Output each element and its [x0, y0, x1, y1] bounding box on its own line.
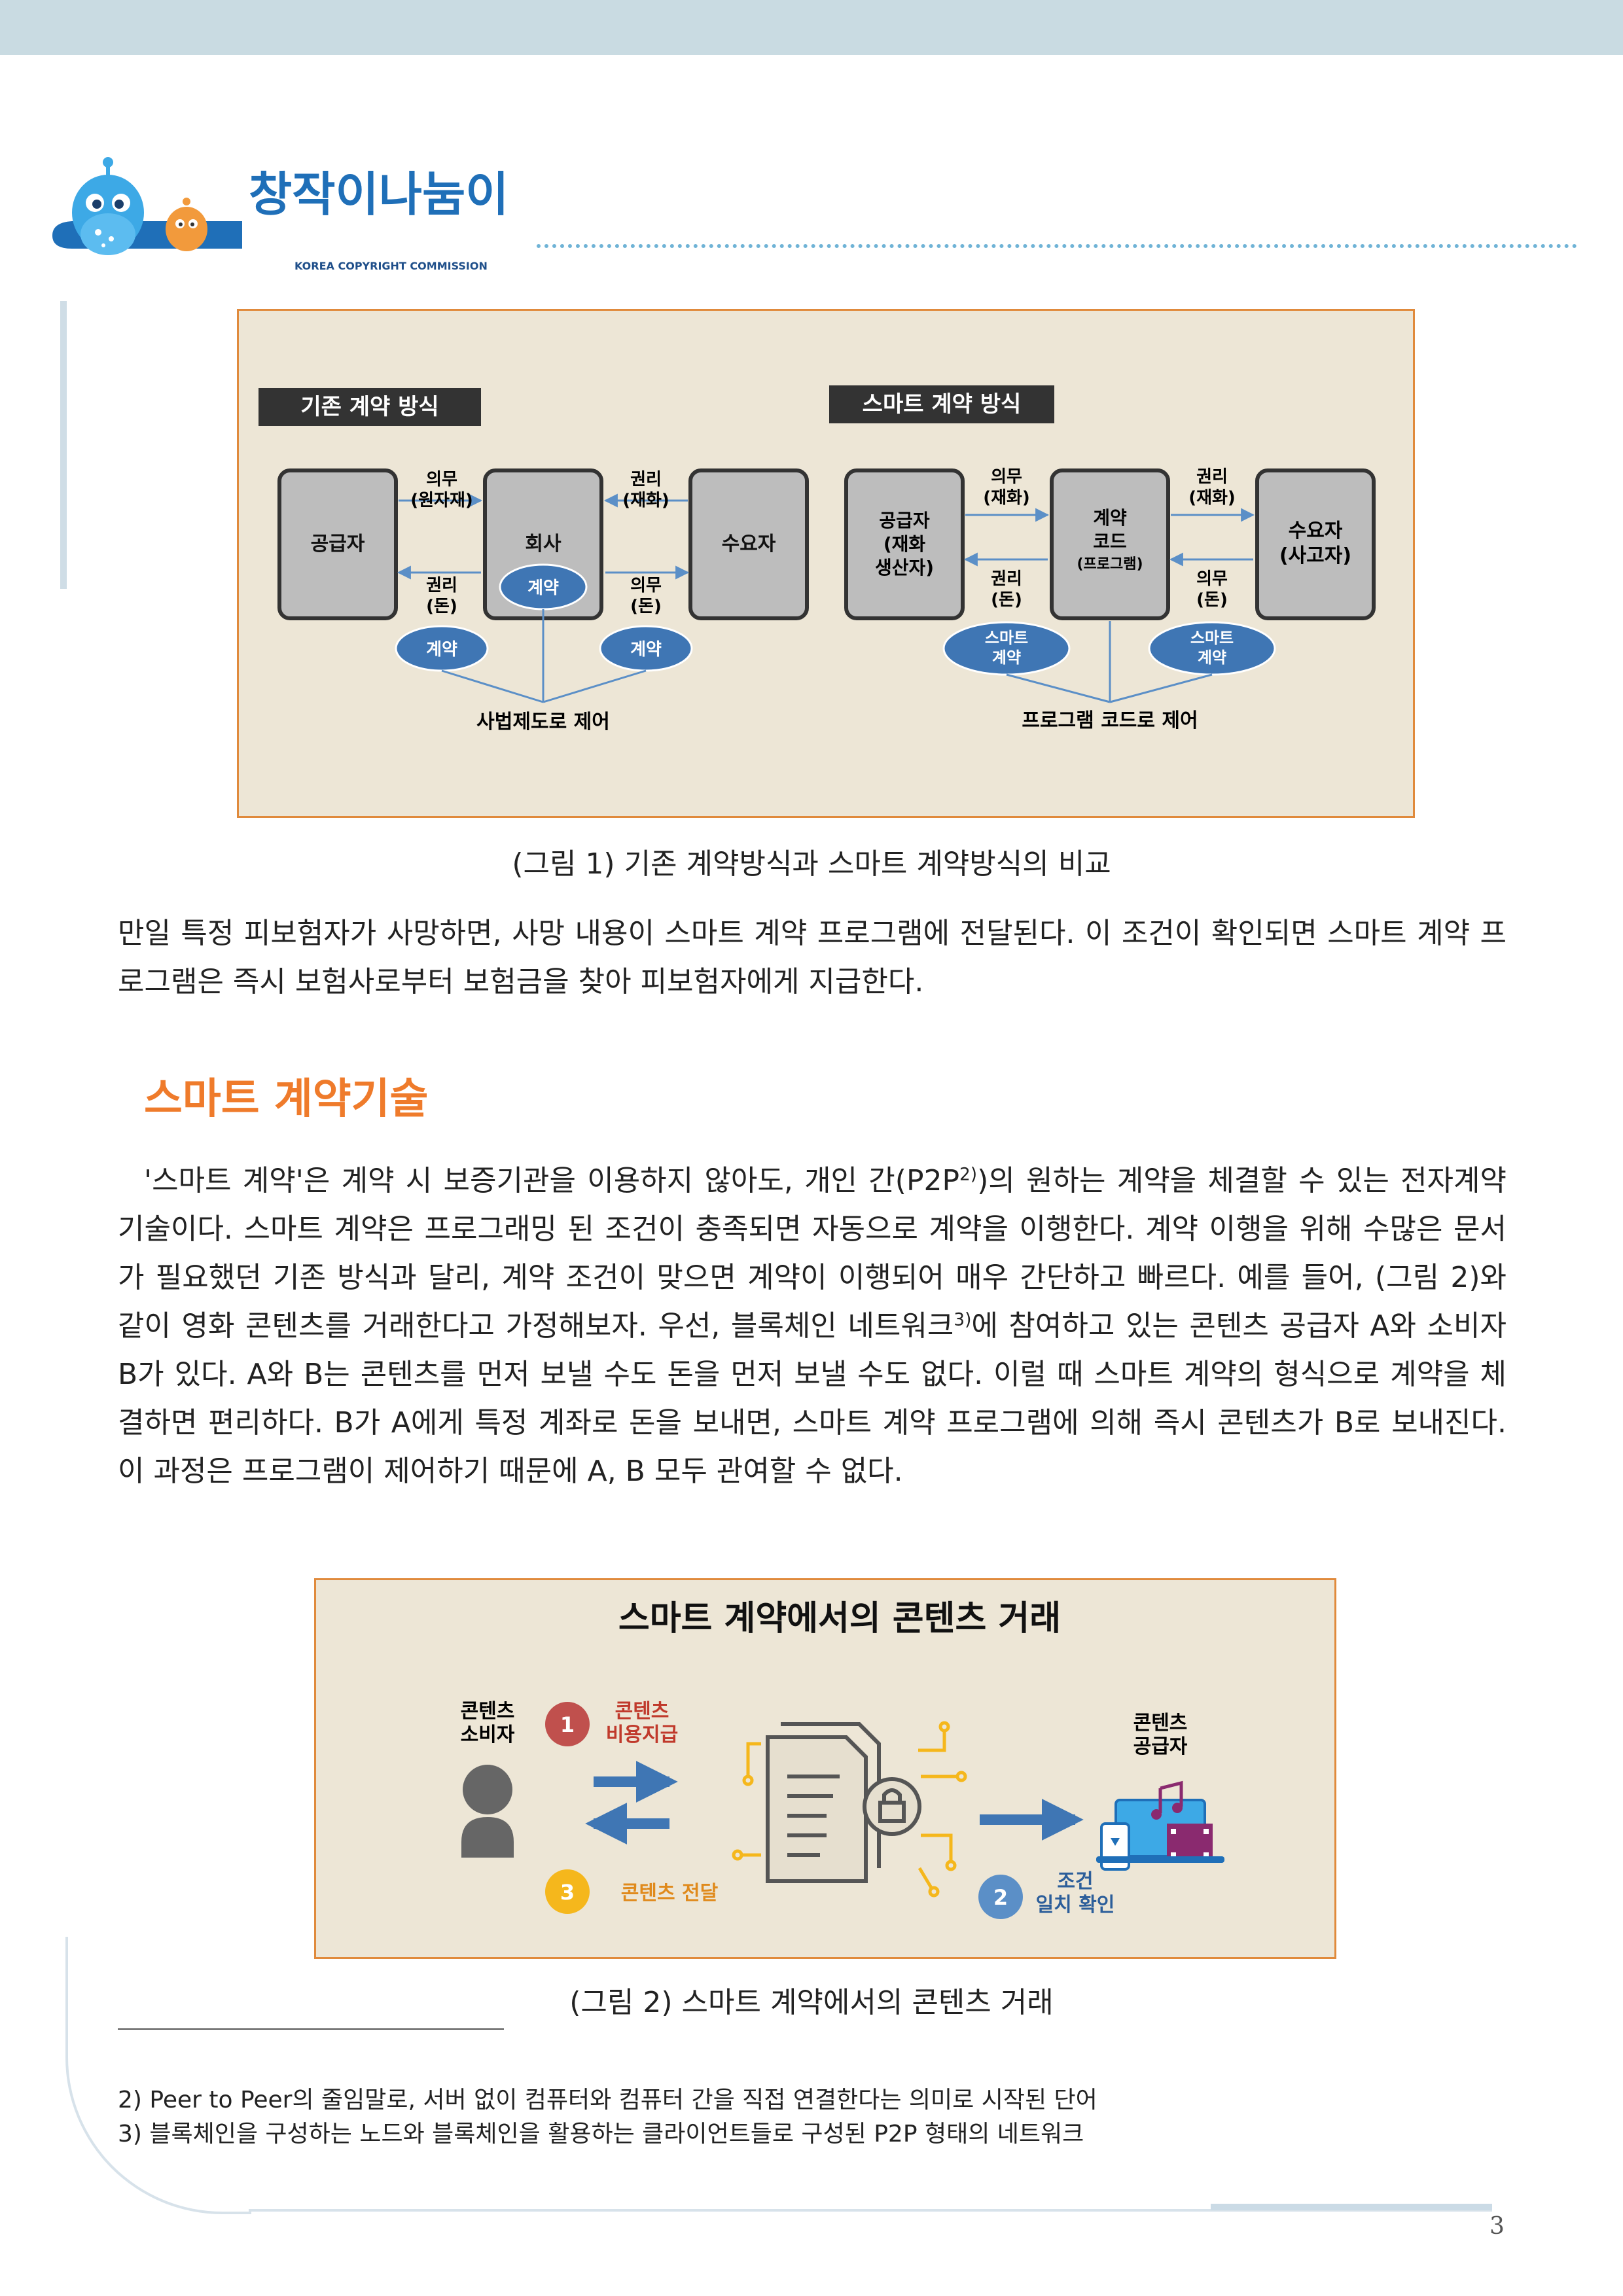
- left-title-box: [259, 388, 481, 426]
- robot-mascot-icon: [72, 157, 144, 255]
- svg-text:계약: 계약: [426, 640, 457, 660]
- svg-text:(원자재): (원자재): [410, 491, 473, 510]
- svg-text:수요자: 수요자: [722, 533, 776, 556]
- svg-text:콘텐츠: 콘텐츠: [615, 1700, 669, 1723]
- svg-text:생산자): 생산자): [875, 557, 934, 578]
- svg-text:코드: 코드: [1093, 531, 1127, 552]
- footnote-ref-2: 2): [959, 1164, 978, 1185]
- section-heading: 스마트 계약기술: [144, 1075, 429, 1123]
- svg-text:(돈): (돈): [426, 597, 457, 616]
- frame-bottom-accent: [1211, 2204, 1492, 2210]
- left-control-label: 사법제도로 제어: [476, 711, 610, 733]
- right-code-box: [1050, 468, 1170, 620]
- svg-text:3: 3: [560, 1880, 575, 1905]
- svg-text:콘텐츠: 콘텐츠: [461, 1700, 515, 1723]
- small-mascot-icon: [166, 198, 207, 251]
- right-title: 스마트 계약 방식: [863, 391, 1022, 417]
- figure-1: 기존 계약 방식 스마트 계약 방식 공급자 회사 수요자 의무 (원자재) 권…: [237, 309, 1415, 818]
- svg-text:(프로그램): (프로그램): [1077, 556, 1143, 573]
- frame-left-bar: [60, 301, 67, 589]
- svg-text:공급자: 공급자: [879, 510, 930, 531]
- paragraph-1: 만일 특정 피보험자가 사망하면, 사망 내용이 스마트 계약 프로그램에 전달…: [118, 917, 1507, 998]
- smart-contract-document-icon: [766, 1722, 921, 1883]
- svg-text:(재화): (재화): [622, 491, 669, 510]
- header-dotted-line: [537, 244, 1577, 248]
- svg-text:(돈): (돈): [1196, 590, 1228, 610]
- svg-text:콘텐츠: 콘텐츠: [1133, 1712, 1188, 1735]
- svg-text:콘텐츠 전달: 콘텐츠 전달: [621, 1882, 719, 1905]
- svg-text:비용지급: 비용지급: [606, 1723, 678, 1746]
- consumer-person-icon: [461, 1765, 514, 1858]
- svg-text:계약: 계약: [1198, 648, 1226, 667]
- figure-2-title: 스마트 계약에서의 콘텐츠 거래: [618, 1599, 1061, 1638]
- circuit-lines-icon: [732, 1721, 967, 1898]
- svg-text:계약: 계약: [992, 648, 1021, 667]
- figure-2: 스마트 계약에서의 콘텐츠 거래 콘텐츠 소비자 1 콘텐츠 비용지급 3 콘텐…: [314, 1578, 1336, 1959]
- svg-text:조건: 조건: [1057, 1870, 1093, 1893]
- figure-1-diagram: 기존 계약 방식 스마트 계약 방식 공급자 회사 수요자 의무 (원자재) 권…: [259, 385, 1376, 733]
- svg-text:의무: 의무: [1196, 569, 1228, 589]
- svg-text:Changjagi & Nanumi: Changjagi & Nanumi: [281, 225, 492, 247]
- svg-text:권리: 권리: [426, 576, 457, 595]
- svg-text:수요자: 수요자: [1289, 520, 1343, 542]
- step-2-badge: [978, 1875, 1023, 1919]
- svg-text:회사: 회사: [525, 533, 562, 556]
- footnote-2: 2) Peer to Peer의 줄임말로, 서버 없이 컴퓨터와 컴퓨터 간을…: [118, 2087, 1097, 2113]
- figure-2-diagram: 스마트 계약에서의 콘텐츠 거래 콘텐츠 소비자 1 콘텐츠 비용지급 3 콘텐…: [461, 1599, 1224, 1919]
- svg-text:소비자: 소비자: [461, 1723, 515, 1746]
- figure-1-caption: (그림 1) 기존 계약방식과 스마트 계약방식의 비교: [512, 847, 1111, 881]
- left-supplier-box: [277, 468, 398, 620]
- svg-text:2: 2: [993, 1885, 1008, 1910]
- svg-text:(재화: (재화: [883, 533, 926, 555]
- svg-text:(돈): (돈): [991, 590, 1022, 610]
- media-devices-icon: [1096, 1780, 1224, 1871]
- svg-text:의무: 의무: [426, 470, 457, 489]
- top-banner: [0, 0, 1623, 55]
- svg-text:권리: 권리: [1196, 467, 1228, 487]
- svg-text:권리: 권리: [630, 470, 662, 489]
- logo: 창작이나눔이 Changjagi & Nanumi KOREA COPYRIGH…: [52, 157, 508, 272]
- footnote-rule: [118, 2028, 504, 2030]
- page-number: 3: [1489, 2213, 1505, 2240]
- step-1-badge: [545, 1702, 590, 1746]
- svg-text:의무: 의무: [630, 576, 662, 595]
- svg-text:일치 확인: 일치 확인: [1036, 1894, 1115, 1916]
- paragraph-2: '스마트 계약'은 계약 시 보증기관을 이용하지 않아도, 개인 간(P2P2…: [118, 1164, 1507, 1488]
- footnote-3: 3) 블록체인을 구성하는 노드와 블록체인을 활용하는 클라이언트들로 구성된…: [118, 2121, 1084, 2147]
- frame-bottom-line: [249, 2209, 1492, 2212]
- svg-text:계약: 계약: [1093, 507, 1127, 529]
- svg-text:(재화): (재화): [1188, 488, 1236, 508]
- left-title: 기존 계약 방식: [300, 394, 438, 420]
- svg-text:권리: 권리: [991, 569, 1022, 589]
- footnote-ref-3: 3): [954, 1309, 972, 1330]
- svg-text:KOREA COPYRIGHT COMMISSION: KOREA COPYRIGHT COMMISSION: [294, 260, 488, 272]
- svg-text:스마트: 스마트: [985, 629, 1028, 647]
- svg-text:(사고자): (사고자): [1279, 544, 1351, 567]
- svg-text:계약: 계약: [630, 640, 662, 660]
- svg-text:스마트: 스마트: [1190, 629, 1234, 647]
- svg-text:공급자: 공급자: [311, 533, 365, 556]
- svg-text:(재화): (재화): [983, 488, 1030, 508]
- svg-text:창작이나눔이: 창작이나눔이: [249, 167, 508, 222]
- step-3-badge: [545, 1869, 590, 1914]
- right-title-box: [829, 385, 1054, 423]
- svg-text:의무: 의무: [991, 467, 1022, 487]
- figure-2-caption: (그림 2) 스마트 계약에서의 콘텐츠 거래: [569, 1986, 1054, 2019]
- svg-text:(돈): (돈): [630, 597, 662, 616]
- right-supplier-box: [844, 468, 965, 620]
- right-control-label: 프로그램 코드로 제어: [1022, 709, 1198, 732]
- svg-text:계약: 계약: [527, 578, 559, 598]
- right-consumer-box: [1255, 468, 1376, 620]
- left-consumer-box: [688, 468, 809, 620]
- svg-text:공급자: 공급자: [1133, 1735, 1188, 1758]
- svg-text:1: 1: [560, 1712, 575, 1737]
